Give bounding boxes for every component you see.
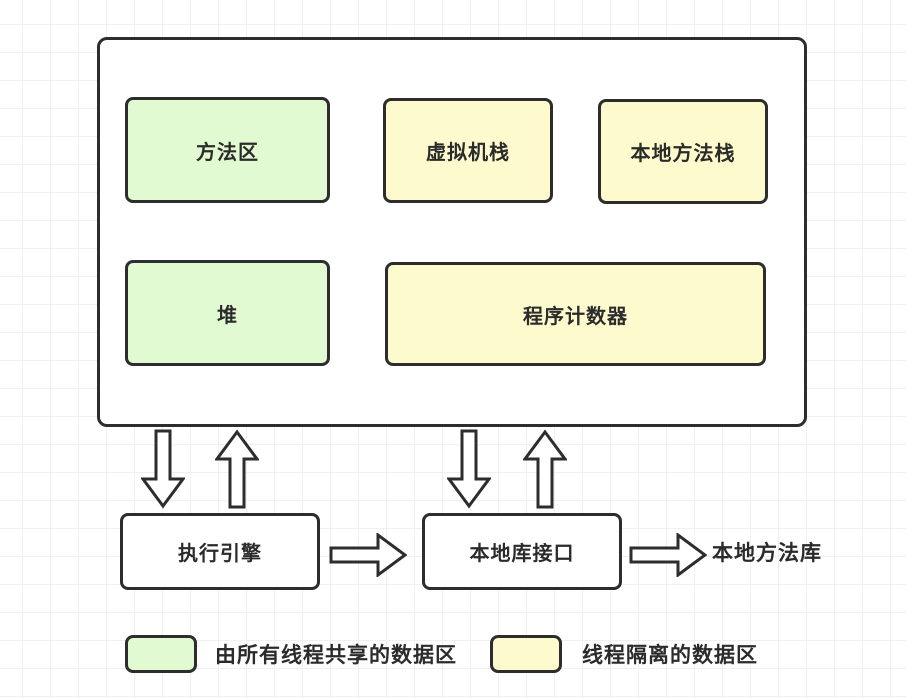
right-arrow-icon — [329, 533, 407, 577]
shared-swatch-icon — [125, 635, 197, 673]
program-counter-box: 程序计数器 — [385, 262, 766, 366]
program-counter-label: 程序计数器 — [523, 305, 628, 328]
legend-item-isolated: 线程隔离的数据区 — [490, 635, 758, 673]
runtime-data-area-container — [97, 37, 807, 427]
native-interface-label: 本地库接口 — [469, 543, 575, 565]
execution-engine-box: 执行引擎 — [120, 513, 320, 590]
up-arrow-icon — [215, 429, 259, 509]
execution-engine-label: 执行引擎 — [178, 543, 262, 565]
right-arrow-icon — [629, 533, 707, 577]
legend-isolated-label: 线程隔离的数据区 — [582, 644, 758, 667]
native-method-stack-label: 本地方法栈 — [630, 143, 736, 165]
up-arrow-icon — [523, 429, 567, 509]
down-arrow-icon — [447, 429, 491, 509]
method-area-box: 方法区 — [125, 97, 330, 203]
method-area-label: 方法区 — [196, 141, 259, 164]
heap-label: 堆 — [217, 304, 238, 327]
heap-box: 堆 — [125, 260, 330, 366]
vm-stack-box: 虚拟机栈 — [383, 98, 553, 203]
native-method-stack-box: 本地方法栈 — [598, 99, 768, 204]
native-libraries-label: 本地方法库 — [712, 542, 822, 565]
isolated-swatch-icon — [490, 635, 562, 673]
vm-stack-label: 虚拟机栈 — [426, 142, 510, 164]
legend-shared-label: 由所有线程共享的数据区 — [215, 644, 457, 667]
down-arrow-icon — [141, 429, 185, 509]
legend-item-shared: 由所有线程共享的数据区 — [125, 635, 457, 673]
native-interface-box: 本地库接口 — [422, 513, 622, 590]
